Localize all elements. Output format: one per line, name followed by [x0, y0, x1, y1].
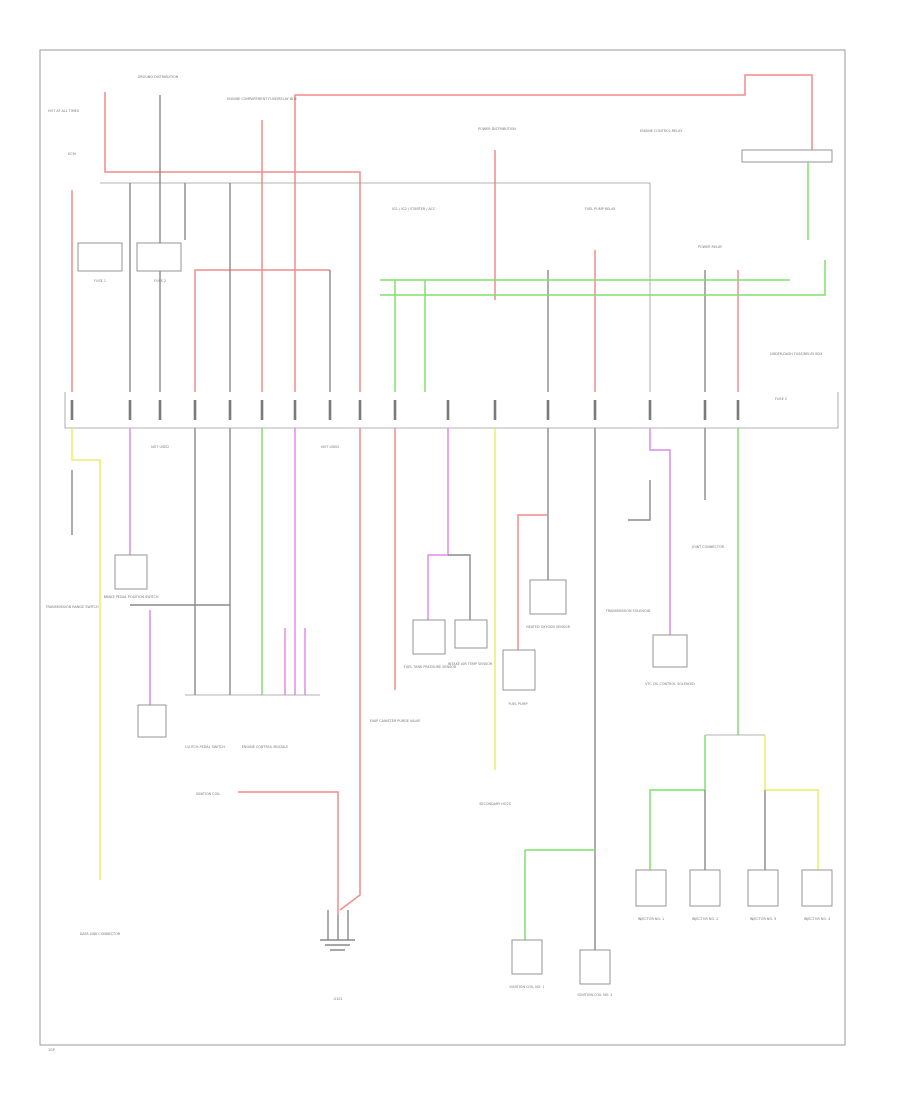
label-trans-solenoid: TRANSMISSION SOLENOID	[605, 609, 651, 613]
label-clutch-switch: CLUTCH PEDAL SWITCH	[185, 745, 225, 749]
intake-sensor-box	[454, 619, 488, 649]
label-not-used-2: NOT USED	[321, 445, 339, 449]
ign-coil-a-box	[511, 939, 543, 975]
wire-650	[649, 428, 671, 635]
label-o2-sensor: HEATED OXYGEN SENSOR	[526, 625, 571, 629]
fuel-pump-box	[502, 649, 536, 691]
label-injector-4: INJECTOR NO. 4	[804, 917, 831, 921]
black-bus-top	[100, 182, 651, 392]
connector-pins	[70, 400, 740, 420]
wire-green-low	[524, 849, 595, 940]
label-ecm-left: ECM	[68, 152, 76, 156]
label-fuse-2: FUSE 2	[154, 279, 166, 283]
label-fuel-pump: FUEL PUMP	[508, 702, 527, 706]
label-dlc: DATA LINK CONNECTOR	[80, 932, 121, 936]
wire-548-red	[517, 514, 548, 650]
ground-wires	[327, 910, 349, 940]
label-footer: 1GP	[48, 1048, 55, 1052]
label-ground-dist: GROUND DISTRIBUTION	[138, 75, 179, 79]
label-engine-comp: ENGINE COMPARTMENT FUSE/RELAY BOX	[227, 97, 297, 101]
label-ground: G101	[333, 997, 342, 1001]
wire-left-1	[71, 428, 101, 880]
fusebox-2	[136, 242, 182, 272]
label-hot-at-all-times: HOT AT ALL TIMES	[48, 109, 79, 113]
diagram-frame	[39, 49, 846, 1046]
wire-inj-yellow	[764, 735, 819, 870]
wire-mag-bundle	[284, 628, 306, 695]
wire-red-lower	[238, 791, 339, 915]
label-engine-ctrl-relay: ENGINE CONTROL RELAY	[640, 129, 683, 133]
wire-360-red	[339, 428, 361, 911]
label-joint-box: JOINT CONNECTOR	[691, 545, 725, 549]
injector-4-box	[801, 869, 833, 907]
label-fuse-1: FUSE 1	[94, 279, 106, 283]
wire-448b	[448, 554, 471, 620]
label-injector-1: INJECTOR NO. 1	[638, 917, 665, 921]
label-injector-2: INJECTOR NO. 2	[692, 917, 719, 921]
fuel-tank-sensor-box	[412, 619, 446, 655]
label-vtc-valve: VTC OIL CONTROL SOLENOID	[645, 682, 695, 686]
label-under-dash-fuse: UNDER-DASH FUSE/RELAY BOX	[770, 352, 823, 356]
wire-inj-green	[649, 735, 706, 870]
label-ignition-coil-b: IGNITION COIL NO. 2	[578, 993, 613, 997]
injector-3-box	[747, 869, 779, 907]
injector-2-box	[689, 869, 721, 907]
brake-switch-box	[114, 554, 148, 590]
red-feed-left	[104, 92, 361, 392]
label-trans-switch: TRANSMISSION RANGE SWITCH	[44, 605, 98, 609]
label-ignition-coil-a: IGNITION COIL NO. 1	[510, 985, 545, 989]
label-fuse-c: FUSE C	[775, 397, 788, 401]
label-intake-sensor: INTAKE AIR TEMP SENSOR	[448, 662, 493, 666]
label-fuel-pump-relay: FUEL PUMP RELAY	[585, 207, 617, 211]
main-red-feed	[294, 74, 813, 392]
label-fuse-legend: IG1 / IG2 / STARTER / ACC	[392, 207, 436, 211]
label-power-relay: POWER RELAY	[698, 245, 723, 249]
relay-box-right	[741, 149, 833, 163]
o2-sensor-box	[529, 579, 567, 615]
fusebox-1	[77, 242, 123, 272]
red-feed-fusebox	[194, 269, 330, 392]
vtc-valve-box	[652, 634, 688, 668]
clutch-sensor-box	[137, 704, 167, 738]
label-not-used-1: NOT USED	[151, 445, 169, 449]
label-o2-sensor-2: SECONDARY HO2S	[479, 802, 511, 806]
label-evap-valve: EVAP CANISTER PURGE VALVE	[370, 719, 421, 723]
label-brake-switch: BRAKE PEDAL POSITION SWITCH	[104, 595, 159, 599]
wire-650-blk	[628, 480, 651, 521]
wire-448	[427, 428, 449, 620]
green-bus-2	[380, 260, 826, 296]
ground-symbol	[320, 939, 355, 951]
injector-1-box	[635, 869, 667, 907]
label-ign-coil: IGNITION COIL	[196, 792, 221, 796]
label-injector-3: INJECTOR NO. 3	[750, 917, 777, 921]
label-power-dist-upper: POWER DISTRIBUTION	[478, 127, 516, 131]
label-fuel-tank-sensor: FUEL TANK PRESSURE SENSOR	[404, 665, 457, 669]
ign-coil-b-box	[579, 949, 611, 985]
label-ecm-main: ENGINE CONTROL MODULE	[242, 745, 288, 749]
connector-block	[64, 392, 839, 429]
